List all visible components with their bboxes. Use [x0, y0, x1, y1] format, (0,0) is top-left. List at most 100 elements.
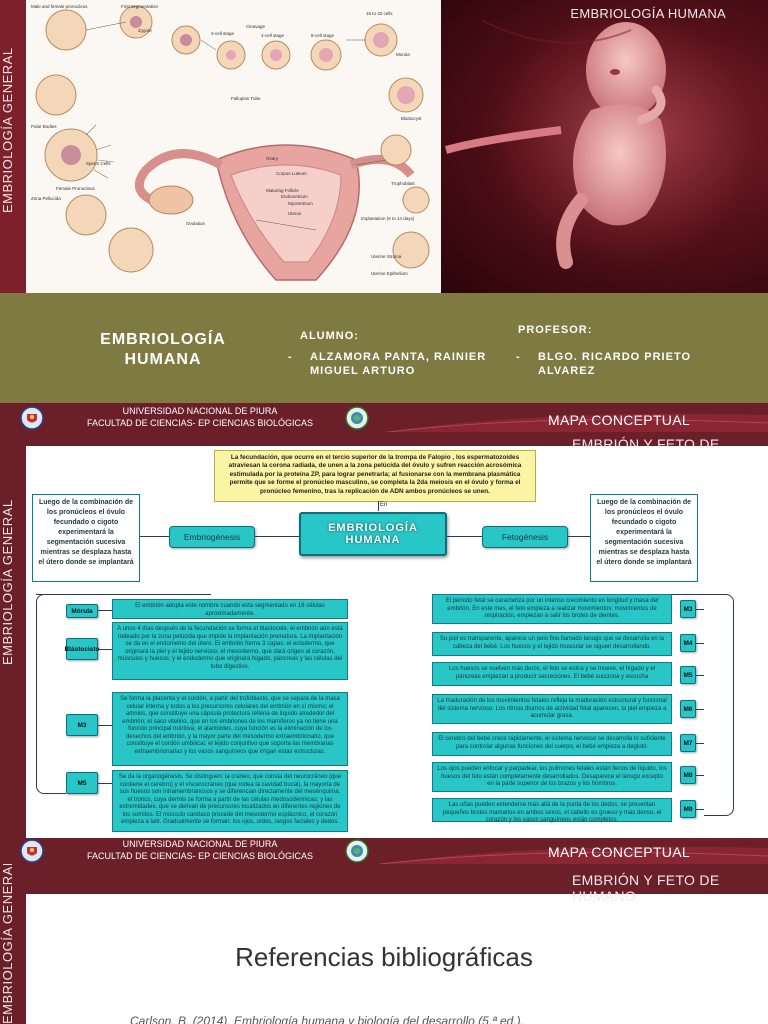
svg-text:4-cell stage: 4-cell stage [261, 33, 285, 38]
svg-text:First segmentation: First segmentation [121, 4, 159, 9]
university-shield-icon [20, 839, 44, 863]
svg-text:Male and female pronucleus: Male and female pronucleus [31, 4, 88, 9]
slide-concept-map: EMBRIOLOGÍA GENERAL EMBRIÓN Y FETO DE HU… [0, 432, 768, 864]
fetal-stage-description: Su piel es transparente, aparece un pelo… [432, 632, 672, 656]
fetus-image [441, 0, 768, 293]
side-band [0, 864, 26, 1024]
faculty-seal-icon [345, 839, 369, 863]
fetal-stage-description: Los ojos pueden enfocar y parpadear, los… [432, 762, 672, 792]
connector [98, 725, 112, 726]
month-tag: M7 [680, 734, 696, 752]
fetal-stage-description: Las uñas pueden extenderse más allá de l… [432, 798, 672, 823]
connector [696, 709, 704, 710]
connector [255, 536, 299, 537]
stage-tag: M5 [66, 772, 98, 794]
svg-text:Uterus: Uterus [288, 211, 302, 216]
connector [140, 536, 169, 537]
slide-cover: EMBRIOLOGÍA GENERAL [0, 0, 768, 432]
connector [568, 536, 590, 537]
en-label: En [380, 502, 388, 508]
faculty-name: FACULTAD DE CIENCIAS- EP CIENCIAS BIOLÓG… [86, 851, 314, 861]
fetogenesis-node: Fetogénesis [482, 526, 568, 548]
concept-map-footer: UNIVERSIDAD NACIONAL DE PIURA FACULTAD D… [0, 836, 768, 864]
connector [696, 809, 704, 810]
fetal-stage-description: El cerebro del bebé crece rápidamente, e… [432, 732, 672, 756]
connector [696, 775, 704, 776]
profesor-label: PROFESOR: [518, 324, 593, 336]
connector [696, 609, 704, 610]
month-tag: M5 [680, 666, 696, 684]
slide-header-band [0, 864, 768, 894]
svg-text:Sperm Cells: Sperm Cells [86, 161, 111, 166]
slide-header: EMBRIÓN Y FETO DE HUMANO [572, 872, 720, 904]
stage-tag: M3 [66, 714, 98, 736]
stage-description: A unos 4 días después de la fecundación … [112, 622, 348, 680]
cover-title: EMBRIOLOGÍA HUMANA [100, 331, 226, 368]
references-title: Referencias bibliográficas [235, 942, 533, 972]
fecundacion-box: La fecundación, que ocurre en el tercio … [214, 450, 536, 502]
footer-swoosh [380, 846, 768, 864]
left-summary-box: Luego de la combinación de los pronúcleo… [32, 494, 140, 582]
month-tag: M9 [680, 800, 696, 818]
right-summary-box: Luego de la combinación de los pronúcleo… [590, 494, 698, 582]
svg-text:Ovary: Ovary [266, 156, 279, 161]
connector [696, 675, 704, 676]
mapa-conceptual-label: MAPA CONCEPTUAL [548, 412, 690, 428]
mapa-conceptual-label: MAPA CONCEPTUAL [548, 844, 690, 860]
embryology-diagram: Male and female pronucleus First segment… [26, 0, 441, 293]
connector [378, 501, 379, 511]
faculty-name: FACULTAD DE CIENCIAS- EP CIENCIAS BIOLÓG… [86, 418, 314, 428]
month-tag: M4 [680, 634, 696, 652]
svg-text:8-cell stage: 8-cell stage [311, 33, 335, 38]
stage-tag: Mórula [66, 604, 98, 618]
svg-text:16 to 32 cells: 16 to 32 cells [366, 11, 393, 16]
stage-description: Se da la organogénesis. Se distinguen: l… [112, 770, 348, 832]
bullet: - [288, 351, 293, 363]
left-bracket [36, 594, 66, 794]
profesor-name: BLGO. RICARDO PRIETO ALVAREZ [538, 351, 692, 377]
month-tag: M8 [680, 766, 696, 784]
svg-text:Polar Bodies: Polar Bodies [31, 124, 57, 129]
slide-references: EMBRIÓN Y FETO DE HUMANO EMBRIOLOGÍA GEN… [0, 864, 768, 1024]
alumno-label: ALUMNO: [300, 330, 359, 342]
connector [36, 594, 211, 595]
reference-entry: Carlson, B. (2014). Embriología humana y… [130, 1014, 524, 1024]
connector [98, 783, 112, 784]
footer-swoosh [384, 413, 768, 432]
cover-info-band [0, 293, 768, 403]
connector [98, 649, 112, 650]
fertilization-diagram-graphic: Male and female pronucleus First segment… [31, 4, 430, 281]
month-tag: M6 [680, 700, 696, 718]
svg-text:Blastocyst: Blastocyst [401, 116, 422, 121]
connector [696, 643, 704, 644]
connector [696, 743, 704, 744]
svg-text:Uterine Stroma: Uterine Stroma [371, 254, 402, 259]
svg-text:2-cell stage: 2-cell stage [211, 31, 235, 36]
fetus-graphic [444, 10, 761, 290]
month-tag: M3 [680, 600, 696, 618]
alumno-name: ALZAMORA PANTA, RAINIER MIGUEL ARTURO [310, 351, 487, 377]
cover-header: EMBRIOLOGÍA HUMANA [570, 6, 726, 21]
svg-text:Maturing Follicle: Maturing Follicle [266, 188, 299, 193]
svg-text:Fallopian Tube: Fallopian Tube [231, 96, 261, 101]
svg-text:Zygote: Zygote [138, 28, 152, 33]
svg-text:Female Pronucleus: Female Pronucleus [56, 186, 96, 191]
bullet: - [516, 351, 521, 363]
side-label: EMBRIOLOGÍA GENERAL [0, 499, 15, 665]
svg-text:Corpus Luteum: Corpus Luteum [276, 171, 307, 176]
svg-text:Cleavage: Cleavage [246, 24, 266, 29]
svg-text:Endometrium: Endometrium [281, 194, 308, 199]
faculty-seal-icon [345, 406, 369, 430]
university-name: UNIVERSIDAD NACIONAL DE PIURA [122, 406, 278, 416]
concept-map-title: EMBRIOLOGÍA HUMANA [299, 512, 447, 556]
stage-description: El embrión adopta este nombre cuando est… [112, 599, 348, 619]
fetal-stage-description: Los huesos se vuelven más duros, el feto… [432, 662, 672, 686]
side-label: EMBRIOLOGÍA GENERAL [0, 47, 15, 213]
svg-text:Morula: Morula [396, 52, 410, 57]
concept-map-area: La fecundación, que ocurre en el tercio … [26, 446, 768, 838]
svg-text:Implantation (6 to 14 days): Implantation (6 to 14 days) [361, 216, 415, 221]
embriogenesis-node: Embriogénesis [169, 526, 255, 548]
svg-text:Trophoblast: Trophoblast [391, 181, 415, 186]
cover-footer: UNIVERSIDAD NACIONAL DE PIURA FACULTAD D… [0, 403, 768, 432]
